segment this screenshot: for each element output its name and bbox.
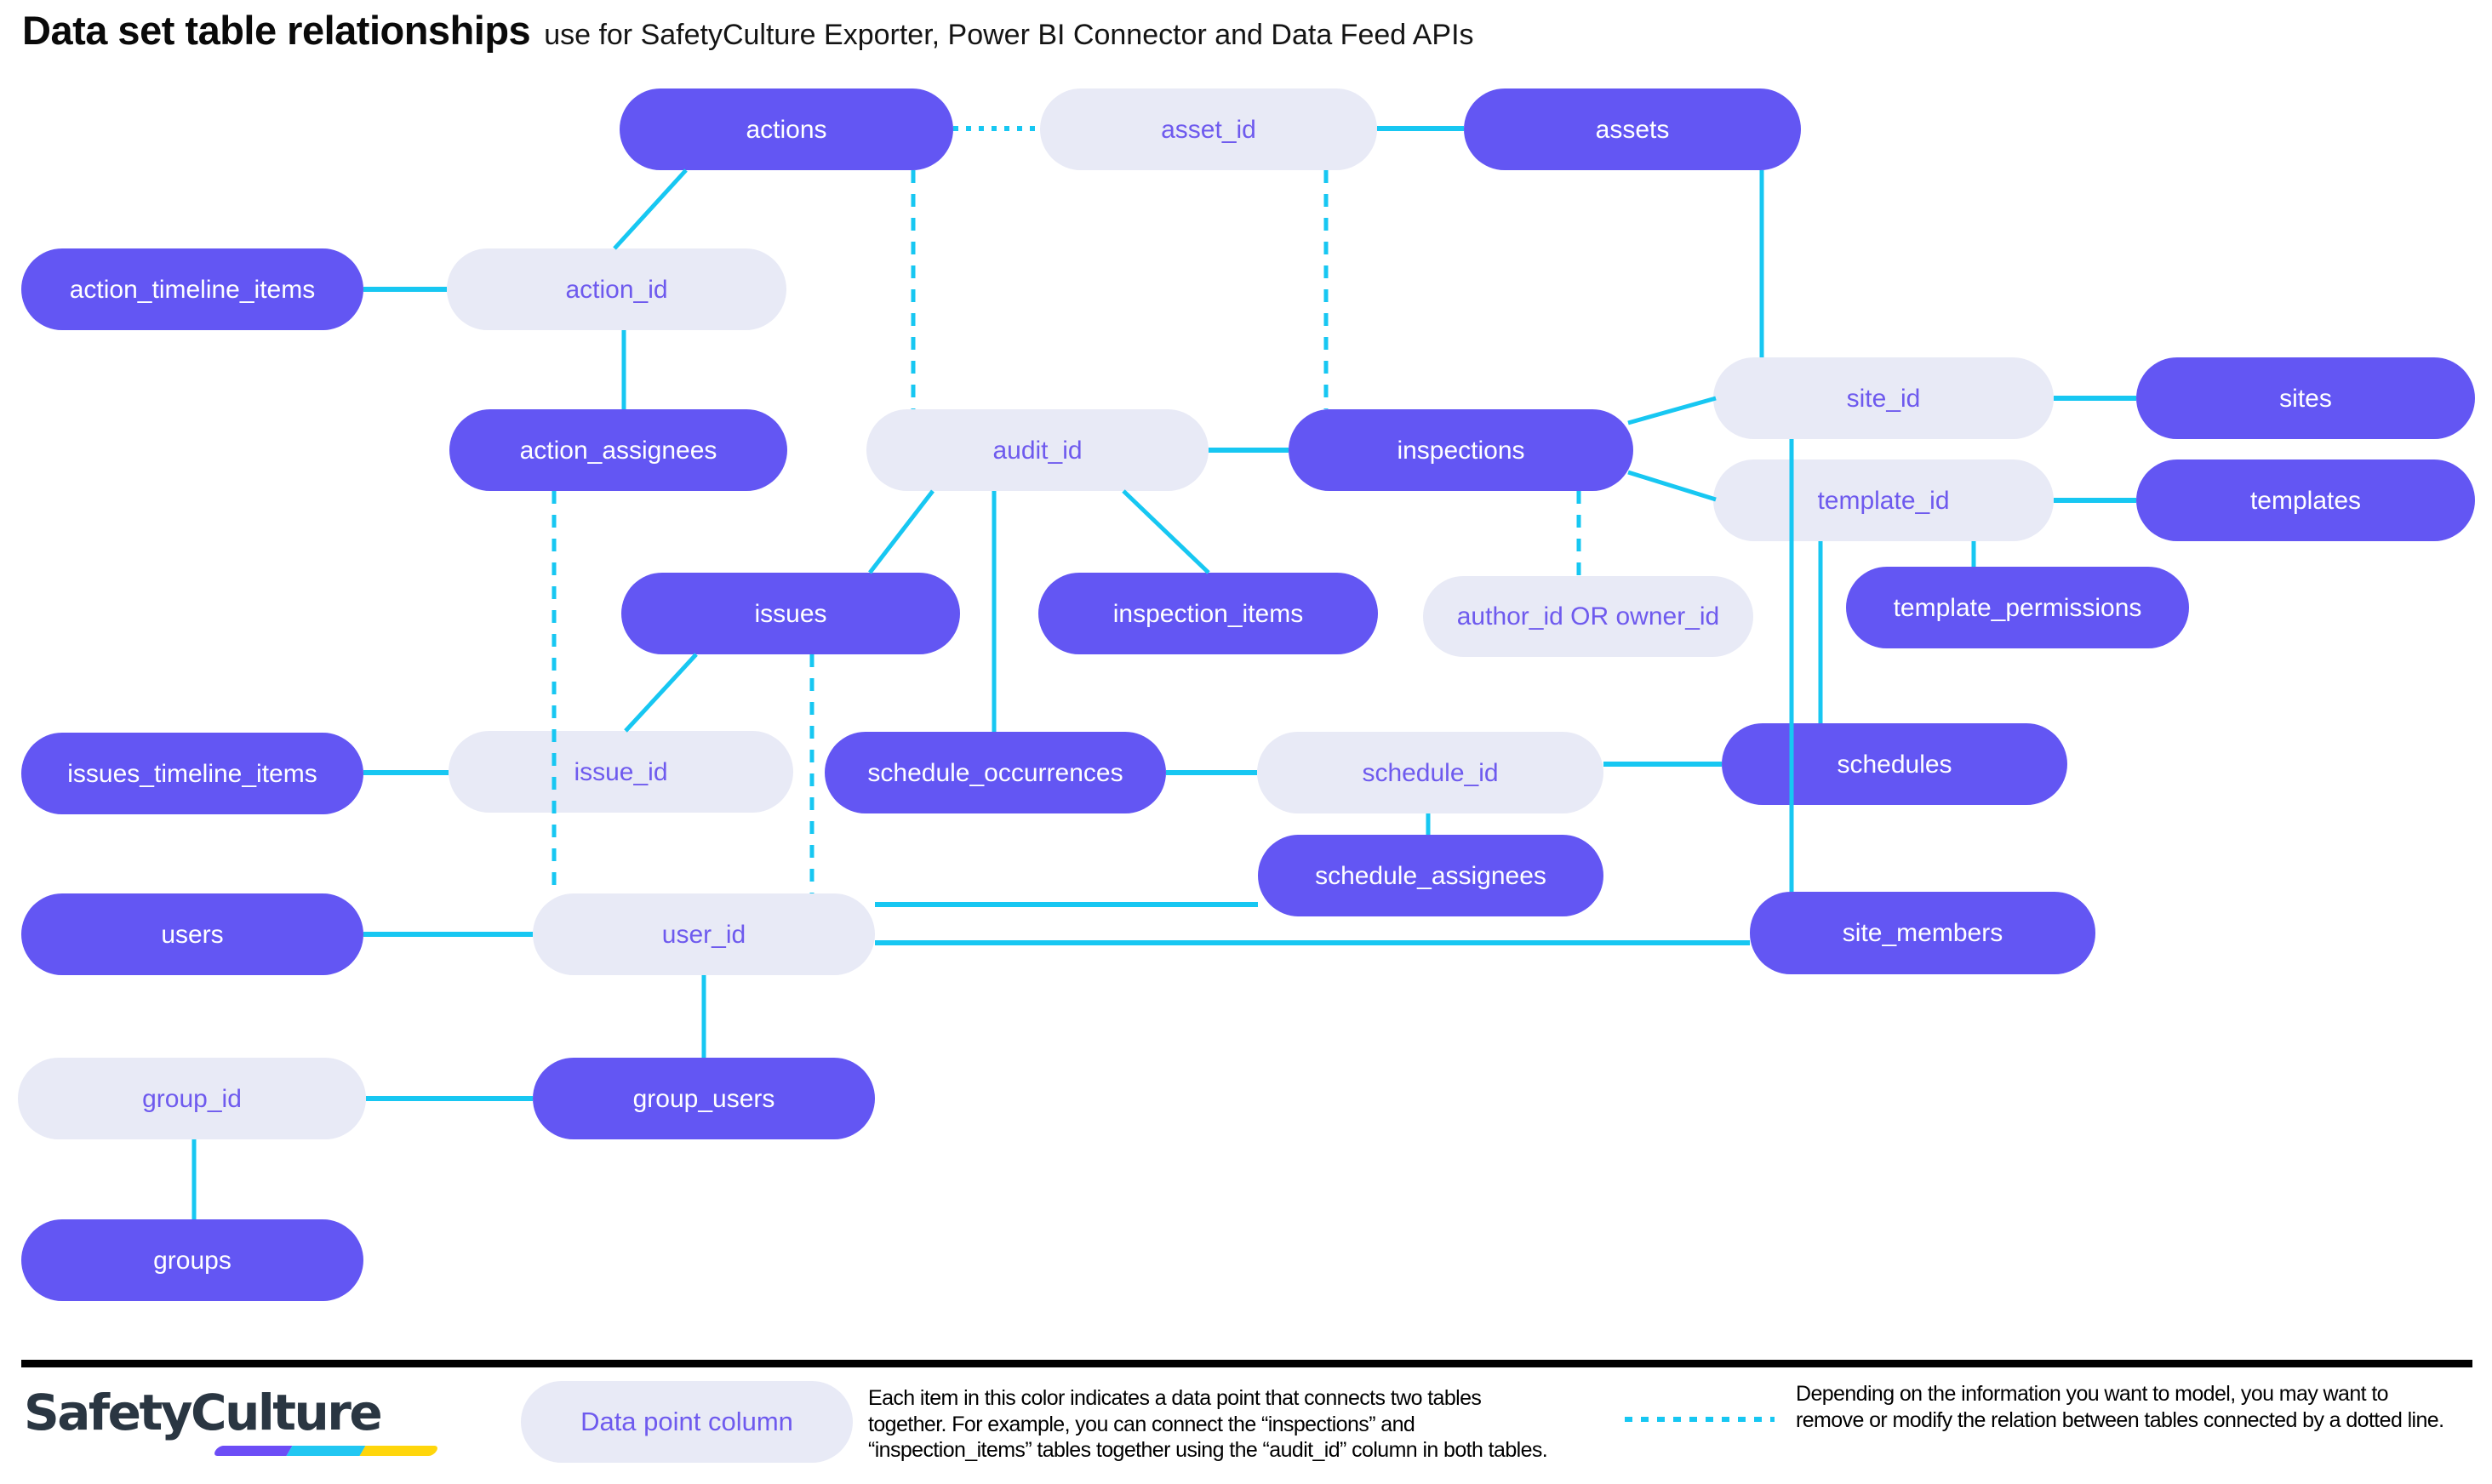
node-action_timeline_items: action_timeline_items: [21, 248, 363, 330]
legend-text-line: Depending on the information you want to…: [1796, 1382, 2389, 1406]
node-asset_id: asset_id: [1040, 88, 1377, 170]
node-group_id: group_id: [18, 1058, 366, 1139]
node-actions: actions: [620, 88, 953, 170]
node-issue_id: issue_id: [449, 731, 793, 813]
node-schedule_assignees: schedule_assignees: [1258, 835, 1603, 916]
node-groups: groups: [21, 1219, 363, 1301]
node-schedules: schedules: [1722, 723, 2067, 805]
node-issues_timeline_items: issues_timeline_items: [21, 733, 363, 814]
node-template_id: template_id: [1713, 459, 2054, 541]
node-inspection_items: inspection_items: [1038, 573, 1378, 654]
node-assets: assets: [1464, 88, 1801, 170]
legend-text-line: “inspection_items” tables together using…: [868, 1438, 1548, 1462]
node-issues: issues: [621, 573, 960, 654]
node-sites: sites: [2136, 357, 2475, 439]
legend-text-line: together. For example, you can connect t…: [868, 1412, 1415, 1436]
logo-swoosh-segment: [286, 1446, 366, 1456]
logo-swoosh-segment: [359, 1446, 440, 1456]
node-users: users: [21, 893, 363, 975]
data-point-legend-text: Each item in this color indicates a data…: [868, 1385, 1548, 1464]
legend-text-line: Each item in this color indicates a data…: [868, 1386, 1482, 1410]
legend-text-line: remove or modify the relation between ta…: [1796, 1408, 2444, 1432]
node-audit_id: audit_id: [866, 409, 1209, 491]
page-title: Data set table relationships: [22, 8, 531, 53]
node-schedule_occurrences: schedule_occurrences: [825, 732, 1166, 813]
dotted-line-legend-text: Depending on the information you want to…: [1796, 1381, 2444, 1434]
node-templates: templates: [2136, 459, 2475, 541]
node-user_id: user_id: [533, 893, 875, 975]
node-group_users: group_users: [533, 1058, 875, 1139]
node-template_permissions: template_permissions: [1846, 567, 2189, 648]
data-point-column-legend: Data point column: [521, 1381, 853, 1463]
node-action_id: action_id: [447, 248, 786, 330]
footer-divider: [21, 1360, 2472, 1367]
dotted-line-legend-icon: [1623, 1413, 1776, 1426]
node-schedule_id: schedule_id: [1257, 732, 1603, 813]
node-action_assignees: action_assignees: [449, 409, 787, 491]
page-subtitle: use for SafetyCulture Exporter, Power BI…: [544, 19, 1474, 51]
node-inspections: inspections: [1289, 409, 1633, 491]
logo-swoosh-segment: [212, 1446, 293, 1456]
title-bar: Data set table relationships use for Saf…: [22, 7, 1474, 54]
logo-swoosh-icon: [212, 1446, 440, 1456]
node-site_id: site_id: [1713, 357, 2054, 439]
node-site_members: site_members: [1750, 892, 2095, 974]
safetyculture-logo: SafetyCulture: [24, 1384, 383, 1441]
node-author_id_or_owner_id: author_id OR owner_id: [1423, 576, 1753, 657]
